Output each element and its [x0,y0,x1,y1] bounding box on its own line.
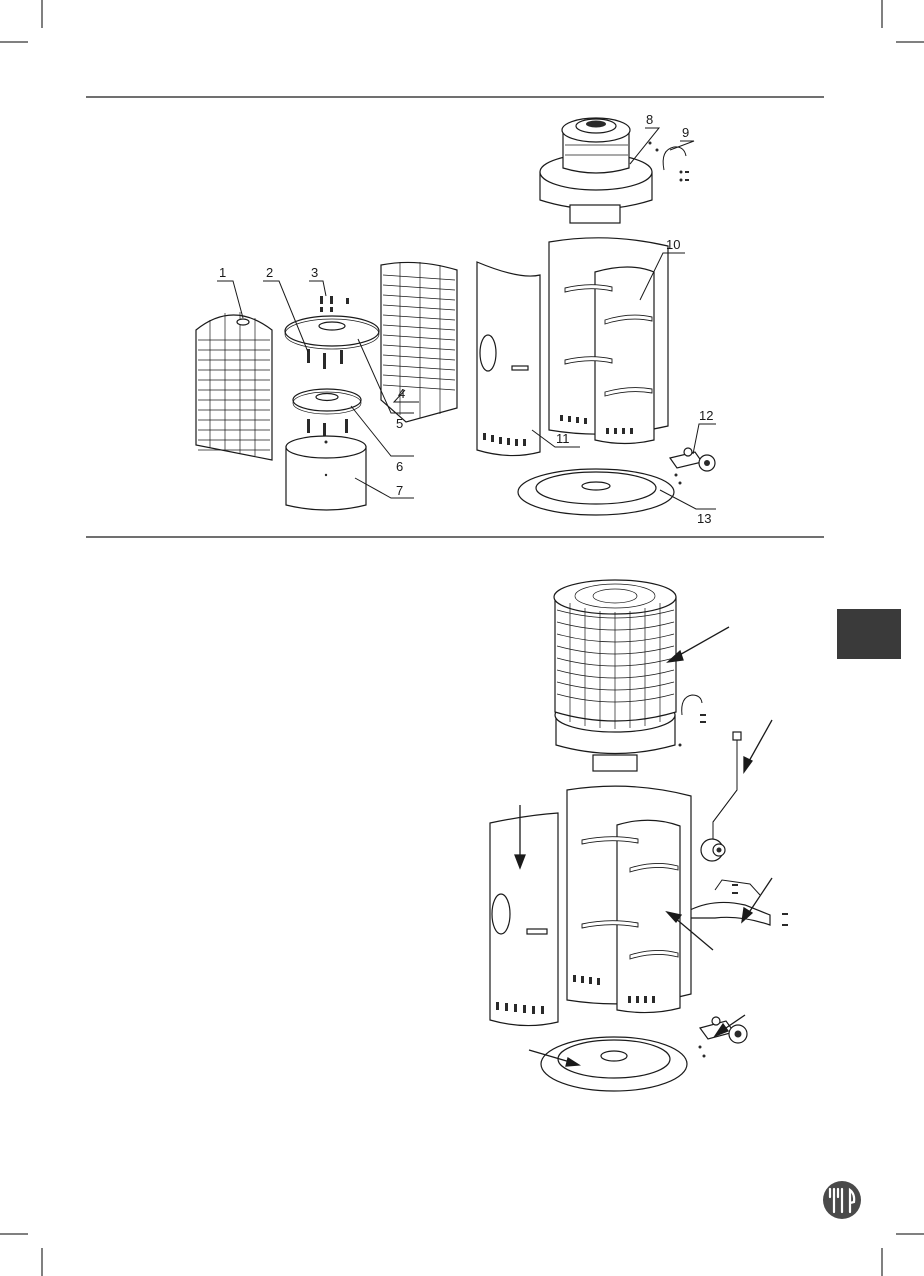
cage-half-right [381,262,457,422]
callout-5: 5 [396,416,403,431]
callout-9: 9 [682,125,689,140]
callout-7: 7 [396,483,403,498]
base-plate [518,469,674,515]
cage-half-left [196,312,272,460]
u-bracket [649,142,690,182]
callout-12: 12 [699,408,713,423]
burner-head [540,118,652,223]
small-disc [293,389,361,414]
caged-burner-head [554,580,676,771]
inner-cylinder [286,436,366,510]
bottle-strap [690,880,788,926]
callout-6: 6 [396,459,403,474]
rear-panels [549,238,668,444]
callout-3: 3 [311,265,318,280]
top-exploded-view: 1 2 3 4 5 6 7 8 9 10 11 12 13 [196,112,716,526]
callout-1: 1 [219,265,226,280]
callout-13: 13 [697,511,711,526]
callout-2: 2 [266,265,273,280]
bolts [320,296,349,312]
callout-10: 10 [666,237,680,252]
assembly-step-view [490,580,788,1091]
callout-8: 8 [646,112,653,127]
wheel-assembly [670,448,715,485]
callout-4: 4 [398,386,405,401]
front-door-panel-assembled [490,813,558,1026]
cutlery-icon [823,1181,861,1219]
gas-hose [701,732,741,861]
wheel-assembly-assembled [699,1017,748,1058]
top-disc [285,316,379,349]
rear-panels-assembled [567,786,691,1012]
callout-11: 11 [556,431,570,446]
base-plate-assembled [541,1037,687,1091]
u-bracket-assembled [679,695,707,747]
section-tab [837,609,901,659]
front-door-panel [477,262,540,456]
